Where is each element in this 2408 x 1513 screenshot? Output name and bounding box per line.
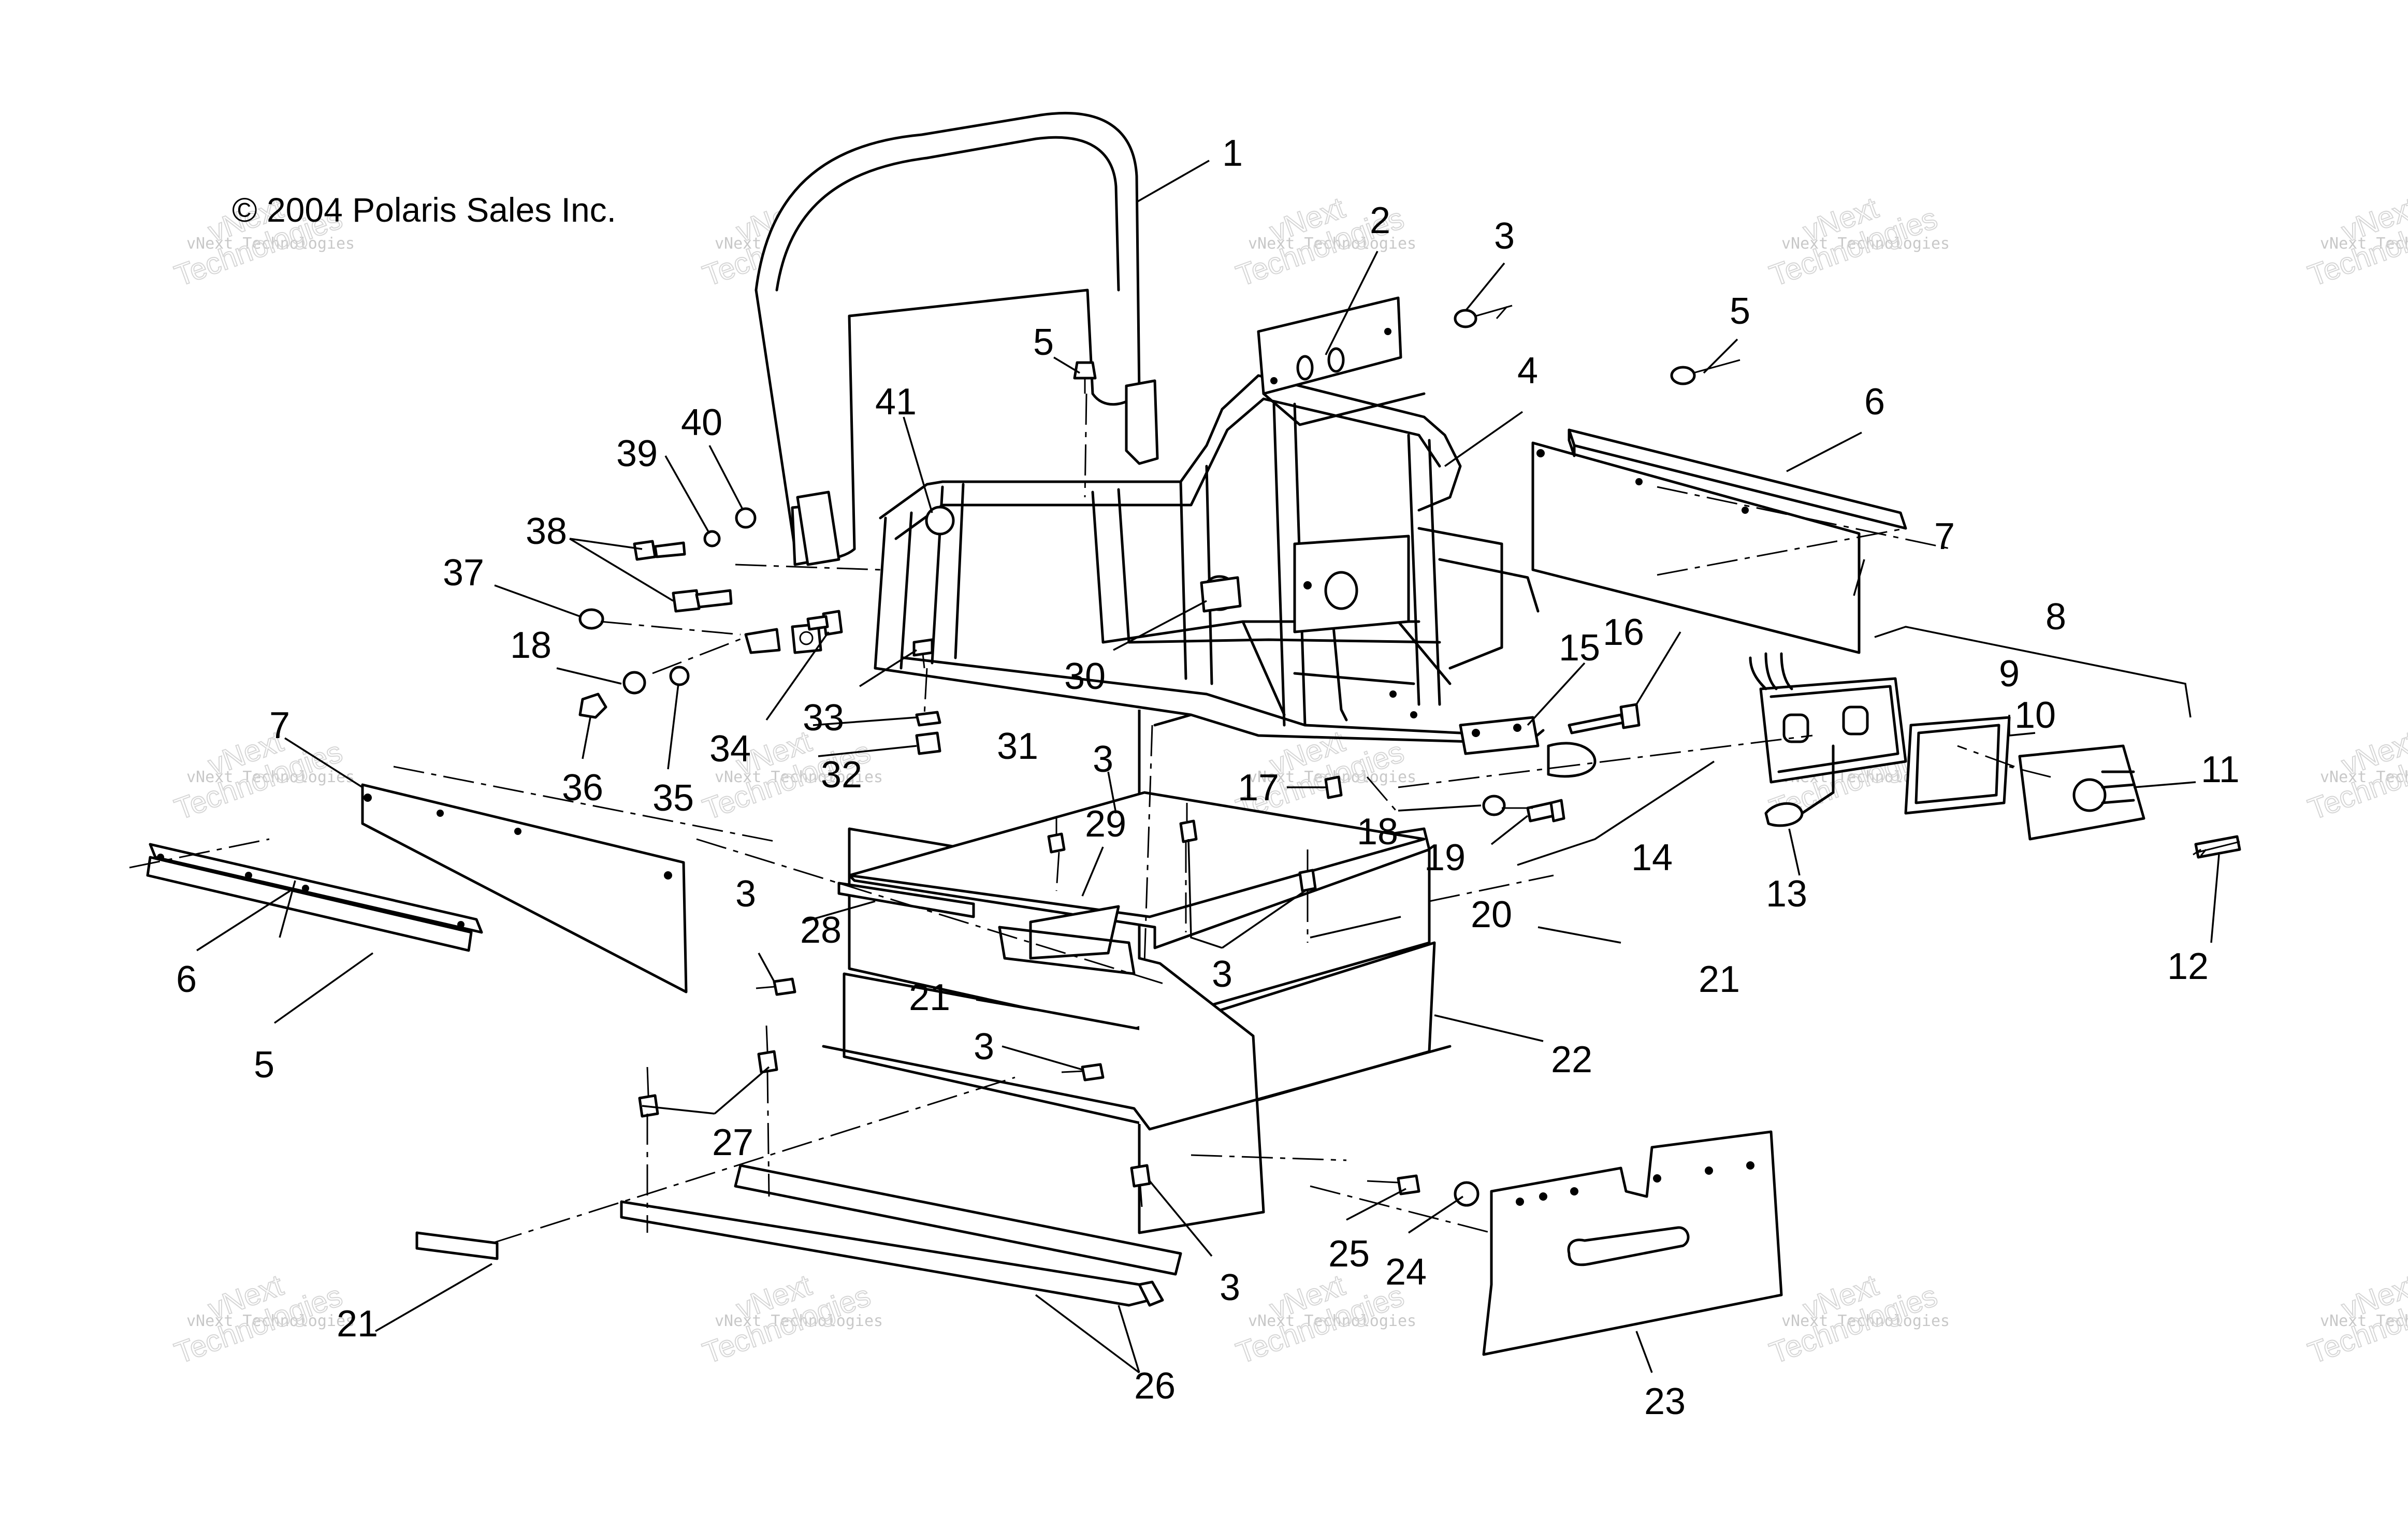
callout-16: 16 xyxy=(1603,612,1644,653)
leader-lines xyxy=(129,306,2051,1244)
callout-3: 3 xyxy=(1220,1267,1240,1308)
backrest xyxy=(755,112,1159,566)
callout-32: 32 xyxy=(821,754,862,796)
watermark-stamp: vNextTechnologies xyxy=(2294,173,2408,293)
taillight-assembly xyxy=(1749,652,2241,859)
watermark-stamp: vNextTechnologies xyxy=(2294,1250,2408,1370)
callout-23: 23 xyxy=(1644,1381,1686,1422)
callout-3: 3 xyxy=(1093,739,1113,780)
callout-5: 5 xyxy=(254,1044,274,1086)
left-side-panel xyxy=(146,783,688,993)
callout-20: 20 xyxy=(1471,894,1512,935)
callout-41: 41 xyxy=(875,381,917,423)
callout-30: 30 xyxy=(1064,656,1106,697)
callout-19: 19 xyxy=(1424,837,1466,878)
mount-bracket xyxy=(1257,296,1426,426)
callout-36: 36 xyxy=(562,767,603,809)
callout-7: 7 xyxy=(1934,516,1955,557)
watermark-line: vNext Technologies xyxy=(186,768,355,786)
callout-26: 26 xyxy=(1134,1365,1176,1407)
callout-21: 21 xyxy=(337,1303,378,1345)
callout-15: 15 xyxy=(1559,627,1600,669)
callout-18: 18 xyxy=(1357,811,1398,853)
runners xyxy=(415,882,1182,1307)
fasteners xyxy=(578,305,2240,1207)
callout-leaders xyxy=(196,160,2220,1374)
callout-12: 12 xyxy=(2167,946,2209,987)
watermark-line: vNext Technologies xyxy=(2320,235,2408,253)
callout-17: 17 xyxy=(1238,767,1279,809)
callout-11: 11 xyxy=(2201,749,2240,790)
watermark-line: vNext Technologies xyxy=(2320,768,2408,786)
watermark-line: vNext Technologies xyxy=(2320,1312,2408,1330)
copyright-text: © 2004 Polaris Sales Inc. xyxy=(232,191,616,229)
callout-labels: 1 2 3 3 3 3 3 3 3 4 5 5 5 6 6 7 7 8 9 10… xyxy=(176,133,2240,1422)
callout-1: 1 xyxy=(1222,133,1243,174)
watermark-line: vNext Technologies xyxy=(186,235,355,253)
callout-31: 31 xyxy=(997,726,1038,767)
callout-8: 8 xyxy=(2046,596,2066,638)
callout-40: 40 xyxy=(681,402,722,443)
callout-38: 38 xyxy=(526,511,567,552)
watermark-line: vNext Technologies xyxy=(715,1312,883,1330)
watermark-line: vNext Technologies xyxy=(1248,1312,1416,1330)
callout-27: 27 xyxy=(712,1122,753,1163)
callout-6: 6 xyxy=(1864,381,1885,423)
callout-5: 5 xyxy=(1033,322,1054,363)
callout-10: 10 xyxy=(2014,695,2056,736)
callout-2: 2 xyxy=(1370,200,1390,241)
callout-3: 3 xyxy=(974,1026,994,1068)
callout-34: 34 xyxy=(709,728,751,770)
callout-7: 7 xyxy=(269,705,290,746)
callout-5: 5 xyxy=(1730,291,1750,332)
watermark-line: vNext Technologies xyxy=(1781,1312,1950,1330)
callout-22: 22 xyxy=(1551,1039,1592,1080)
callout-14: 14 xyxy=(1631,837,1673,878)
callout-6: 6 xyxy=(176,959,197,1000)
watermark-stamp: vNextTechnologies xyxy=(160,707,346,826)
watermark-line: vNext Technologies xyxy=(186,1312,355,1330)
callout-29: 29 xyxy=(1085,803,1126,845)
callout-18: 18 xyxy=(510,625,552,666)
callout-3: 3 xyxy=(735,873,756,915)
callout-39: 39 xyxy=(616,433,658,474)
callout-4: 4 xyxy=(1517,350,1538,392)
callout-3: 3 xyxy=(1494,215,1515,257)
watermark-stamp: vNextTechnologies xyxy=(2294,707,2408,826)
callout-24: 24 xyxy=(1385,1251,1427,1293)
callout-35: 35 xyxy=(652,777,694,819)
watermark-stamp: vNextTechnologies xyxy=(160,1250,346,1370)
storage-box xyxy=(822,710,1452,1234)
right-side-panel xyxy=(1531,428,1907,654)
watermark-stamp: vNextTechnologies xyxy=(1222,1250,1408,1370)
watermark-stamp: vNextTechnologies xyxy=(1755,1250,1941,1370)
callout-37: 37 xyxy=(443,552,484,594)
watermark-line: vNext Technologies xyxy=(1781,235,1950,253)
callout-9: 9 xyxy=(1999,653,2020,695)
callout-21: 21 xyxy=(909,977,950,1018)
callout-21: 21 xyxy=(1699,959,1740,1000)
rack-frame xyxy=(791,374,1597,778)
callout-28: 28 xyxy=(800,910,842,951)
callout-13: 13 xyxy=(1766,873,1807,915)
callout-3: 3 xyxy=(1212,954,1232,995)
watermark-line: vNext Technologies xyxy=(715,768,883,786)
mud-flap xyxy=(1482,1130,1783,1356)
callout-33: 33 xyxy=(803,697,844,739)
watermark-stamp: vNextTechnologies xyxy=(688,1250,875,1370)
watermark-stamp: vNextTechnologies xyxy=(1755,173,1941,293)
callout-25: 25 xyxy=(1328,1233,1370,1275)
watermark-line: vNext Technologies xyxy=(1248,235,1416,253)
